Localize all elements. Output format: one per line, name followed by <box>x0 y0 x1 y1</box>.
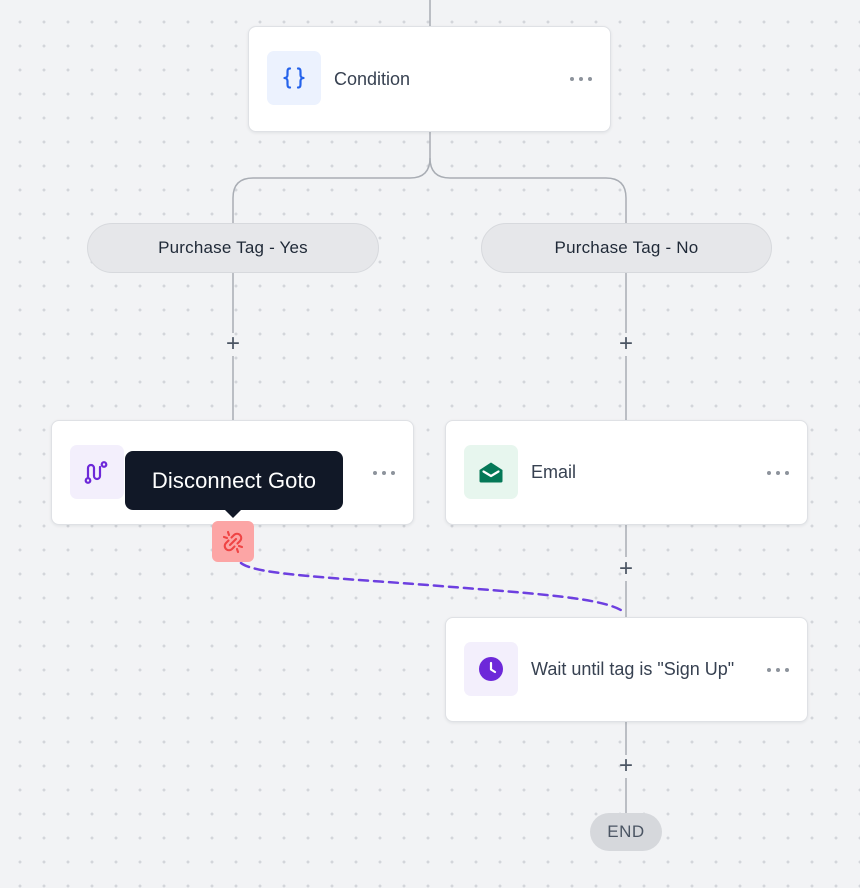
more-options-icon[interactable] <box>767 663 789 677</box>
wait-node[interactable]: Wait until tag is "Sign Up" <box>445 617 808 722</box>
add-step-button-no[interactable]: + <box>618 330 633 357</box>
goto-link-line <box>239 561 626 614</box>
tooltip-text: Disconnect Goto <box>151 467 317 493</box>
branch-yes-pill[interactable]: Purchase Tag - Yes <box>87 223 379 273</box>
unlink-icon <box>222 530 244 553</box>
email-label: Email <box>531 462 577 482</box>
branch-no-pill[interactable]: Purchase Tag - No <box>481 223 772 273</box>
condition-label: Condition <box>334 68 411 89</box>
tooltip-arrow <box>224 509 242 518</box>
disconnect-goto-button[interactable] <box>212 521 254 562</box>
more-options-icon[interactable] <box>767 466 789 480</box>
route-icon <box>70 445 124 499</box>
more-options-icon[interactable] <box>570 72 592 86</box>
disconnect-goto-tooltip: Disconnect Goto <box>125 451 343 518</box>
end-node: END <box>590 813 662 851</box>
add-step-button-yes[interactable]: + <box>225 330 240 357</box>
email-icon <box>464 445 518 499</box>
more-options-icon[interactable] <box>373 466 395 480</box>
add-step-button-after-email[interactable]: + <box>618 555 633 582</box>
add-step-button-after-wait[interactable]: + <box>618 752 633 779</box>
condition-node[interactable]: Condition <box>248 26 611 132</box>
braces-icon <box>267 51 321 105</box>
wait-label: Wait until tag is "Sign Up" <box>531 659 735 679</box>
email-node[interactable]: Email <box>445 420 808 525</box>
clock-icon <box>464 642 518 696</box>
